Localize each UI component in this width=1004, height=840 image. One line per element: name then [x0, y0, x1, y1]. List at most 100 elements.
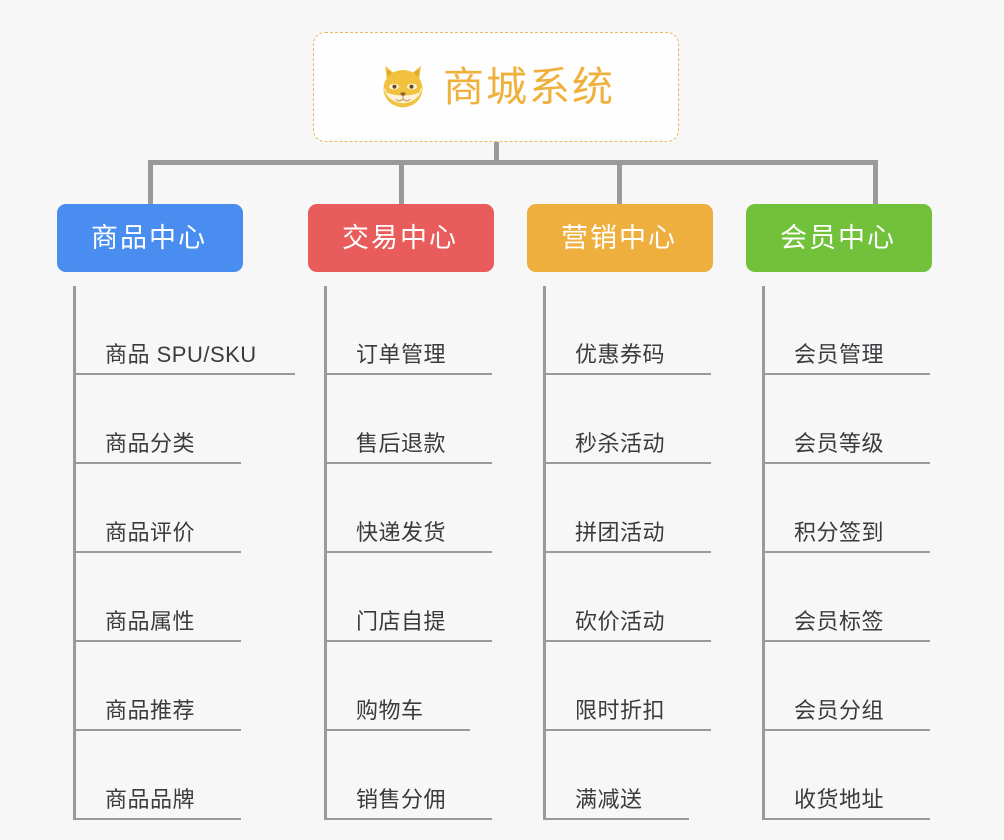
- leaf-item[interactable]: 拼团活动: [543, 464, 727, 553]
- leaf-label: 会员分组: [794, 698, 885, 723]
- leaf-underline: [765, 818, 930, 820]
- column-member-center: 会员中心 会员管理 会员等级 积分签到 会员标签 会员分组: [746, 204, 946, 820]
- leaf-item[interactable]: 积分签到: [762, 464, 946, 553]
- leaf-item[interactable]: 会员分组: [762, 642, 946, 731]
- leaf-label: 商品 SPU/SKU: [105, 342, 257, 367]
- leaf-label: 满减送: [575, 787, 643, 812]
- leaf-label: 优惠券码: [575, 342, 666, 367]
- leaf-underline: [76, 551, 241, 553]
- leaf-label: 商品属性: [105, 609, 196, 634]
- leaf-label: 商品分类: [105, 431, 196, 456]
- leaf-list-member-center: 会员管理 会员等级 积分签到 会员标签 会员分组 收货地址: [746, 286, 946, 820]
- leaf-label: 砍价活动: [575, 609, 666, 634]
- category-box-member-center[interactable]: 会员中心: [746, 204, 932, 272]
- leaf-underline: [546, 551, 711, 553]
- leaf-underline: [327, 373, 492, 375]
- category-box-product-center[interactable]: 商品中心: [57, 204, 243, 272]
- leaf-item[interactable]: 会员等级: [762, 375, 946, 464]
- leaf-item[interactable]: 快递发货: [324, 464, 508, 553]
- leaf-underline: [765, 729, 930, 731]
- leaf-label: 秒杀活动: [575, 431, 666, 456]
- shiba-dog-emoji-icon: [383, 65, 423, 108]
- leaf-trunk-trade-center: [324, 286, 327, 820]
- leaf-label: 会员管理: [794, 342, 885, 367]
- leaf-underline: [765, 462, 930, 464]
- leaf-label: 拼团活动: [575, 520, 666, 545]
- leaf-label: 收货地址: [794, 787, 885, 812]
- leaf-item[interactable]: 会员管理: [762, 286, 946, 375]
- leaf-item[interactable]: 商品推荐: [73, 642, 287, 731]
- leaf-underline: [327, 462, 492, 464]
- leaf-underline: [546, 818, 689, 820]
- leaf-underline: [327, 729, 470, 731]
- leaf-item[interactable]: 商品品牌: [73, 731, 287, 820]
- leaf-underline: [327, 551, 492, 553]
- leaf-item[interactable]: 订单管理: [324, 286, 508, 375]
- leaf-underline: [76, 818, 241, 820]
- leaf-underline: [546, 462, 711, 464]
- leaf-item[interactable]: 购物车: [324, 642, 508, 731]
- leaf-underline: [76, 462, 241, 464]
- root-node-title: 商城系统: [443, 63, 615, 110]
- leaf-underline: [546, 729, 711, 731]
- connector-drop-product-center: [148, 160, 153, 206]
- leaf-item[interactable]: 会员标签: [762, 553, 946, 642]
- leaf-label: 会员等级: [794, 431, 885, 456]
- category-box-trade-center[interactable]: 交易中心: [308, 204, 494, 272]
- connector-root-stem: [494, 142, 499, 164]
- leaf-label: 订单管理: [356, 342, 447, 367]
- column-product-center: 商品中心 商品 SPU/SKU 商品分类 商品评价 商品属性 商品推荐: [57, 204, 295, 820]
- leaf-underline: [76, 729, 241, 731]
- leaf-item[interactable]: 优惠券码: [543, 286, 727, 375]
- leaf-label: 商品推荐: [105, 698, 196, 723]
- leaf-item[interactable]: 售后退款: [324, 375, 508, 464]
- leaf-label: 限时折扣: [575, 698, 666, 723]
- leaf-item[interactable]: 门店自提: [324, 553, 508, 642]
- category-box-marketing-center[interactable]: 营销中心: [527, 204, 713, 272]
- leaf-underline: [327, 640, 492, 642]
- leaf-list-trade-center: 订单管理 售后退款 快递发货 门店自提 购物车 销售分佣: [308, 286, 508, 820]
- leaf-label: 快递发货: [356, 520, 447, 545]
- leaf-underline: [765, 551, 930, 553]
- category-label-trade-center: 交易中心: [342, 222, 458, 253]
- leaf-underline: [76, 373, 295, 375]
- leaf-label: 门店自提: [356, 609, 447, 634]
- column-marketing-center: 营销中心 优惠券码 秒杀活动 拼团活动 砍价活动 限时折扣: [527, 204, 727, 820]
- leaf-item[interactable]: 砍价活动: [543, 553, 727, 642]
- connector-horizontal-bus: [148, 160, 878, 165]
- leaf-item[interactable]: 商品分类: [73, 375, 287, 464]
- leaf-item[interactable]: 商品 SPU/SKU: [73, 286, 295, 375]
- connector-drop-member-center: [873, 160, 878, 206]
- leaf-underline: [765, 373, 930, 375]
- leaf-label: 购物车: [356, 698, 424, 723]
- leaf-item[interactable]: 收货地址: [762, 731, 946, 820]
- leaf-underline: [76, 640, 241, 642]
- leaf-label: 销售分佣: [356, 787, 447, 812]
- leaf-list-marketing-center: 优惠券码 秒杀活动 拼团活动 砍价活动 限时折扣 满减送: [527, 286, 727, 820]
- root-node-shopping-mall-system[interactable]: 商城系统: [313, 32, 679, 142]
- leaf-label: 会员标签: [794, 609, 885, 634]
- leaf-item[interactable]: 满减送: [543, 731, 727, 820]
- category-label-marketing-center: 营销中心: [561, 222, 677, 253]
- column-trade-center: 交易中心 订单管理 售后退款 快递发货 门店自提 购物车: [308, 204, 508, 820]
- category-label-member-center: 会员中心: [780, 222, 896, 253]
- leaf-underline: [765, 640, 930, 642]
- leaf-trunk-member-center: [762, 286, 765, 820]
- connector-drop-trade-center: [399, 160, 404, 206]
- leaf-underline: [546, 640, 711, 642]
- connector-drop-marketing-center: [617, 160, 622, 206]
- leaf-item[interactable]: 商品属性: [73, 553, 287, 642]
- leaf-item[interactable]: 秒杀活动: [543, 375, 727, 464]
- leaf-list-product-center: 商品 SPU/SKU 商品分类 商品评价 商品属性 商品推荐 商品品牌: [57, 286, 295, 820]
- leaf-item[interactable]: 限时折扣: [543, 642, 727, 731]
- leaf-trunk-product-center: [73, 286, 76, 820]
- leaf-label: 售后退款: [356, 431, 447, 456]
- leaf-item[interactable]: 商品评价: [73, 464, 287, 553]
- leaf-underline: [546, 373, 711, 375]
- leaf-item[interactable]: 销售分佣: [324, 731, 508, 820]
- category-label-product-center: 商品中心: [91, 222, 207, 253]
- leaf-label: 商品评价: [105, 520, 196, 545]
- leaf-label: 积分签到: [794, 520, 885, 545]
- leaf-trunk-marketing-center: [543, 286, 546, 820]
